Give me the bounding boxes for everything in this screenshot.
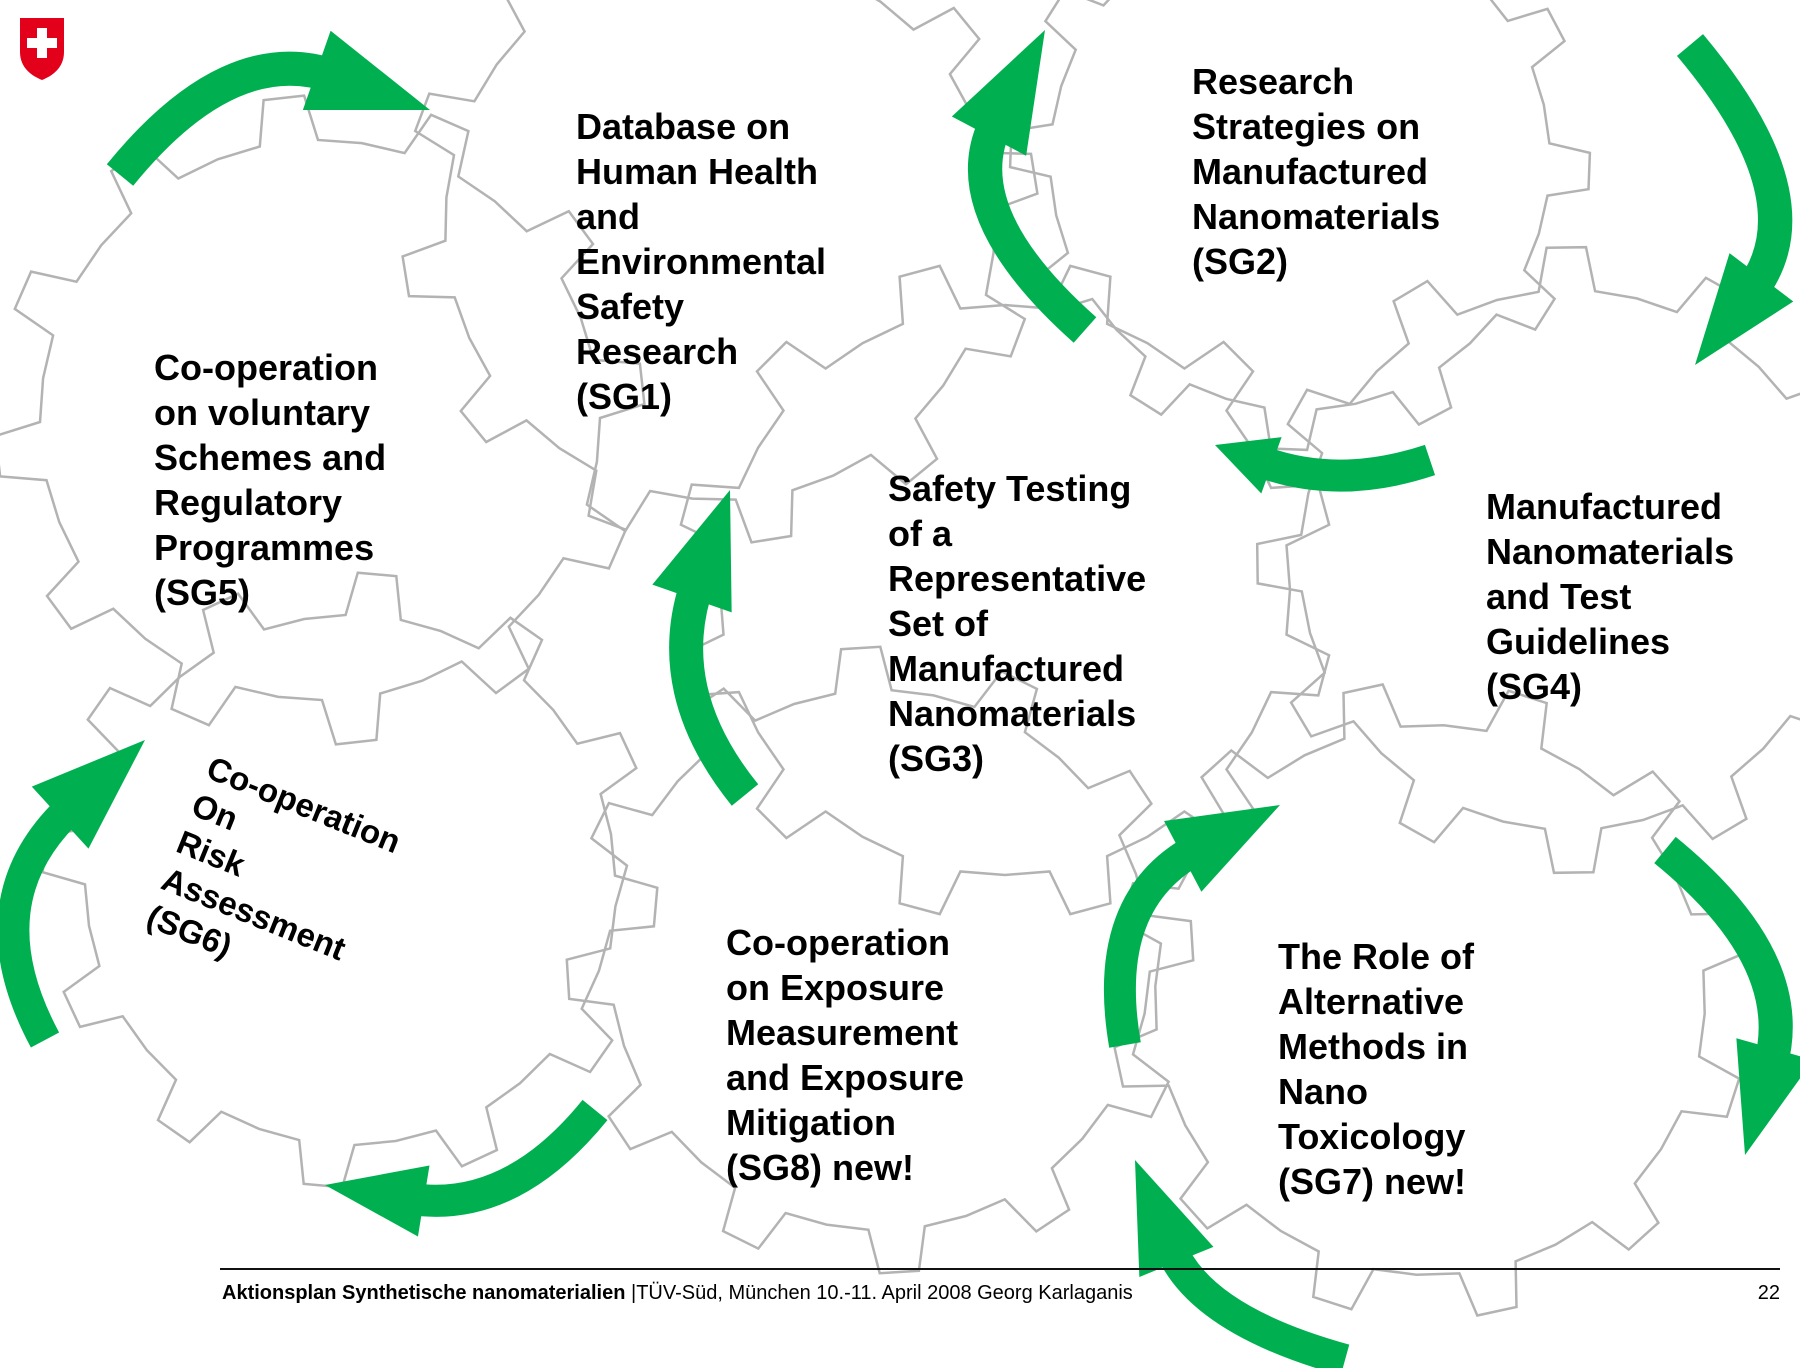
label-line: Measurement: [726, 1012, 959, 1053]
footer-rule: [220, 1268, 1780, 1270]
label-line: Research: [1192, 61, 1355, 102]
gear-sg2: [1008, 0, 1592, 452]
label-line: and: [576, 196, 641, 237]
label-line: Programmes: [154, 527, 375, 568]
label-line: Database on: [576, 106, 791, 147]
label-line: Safety: [576, 286, 685, 327]
label-line: (SG2): [1192, 241, 1289, 282]
arrow-right-bottom: [1654, 836, 1800, 1155]
arrow-bottom-left: [325, 1099, 608, 1237]
label-line: Strategies on: [1192, 106, 1421, 147]
arrow-bottom-right: [1135, 1160, 1350, 1368]
gear-sg5: [0, 94, 646, 746]
footer-event: |TÜV-Süd, München 10.-11. April 2008 Geo…: [625, 1282, 1133, 1304]
footer-title: Aktionsplan Synthetische nanomaterialien: [222, 1282, 626, 1304]
gear-sg1: [401, 0, 1039, 544]
gear-sg7: [1113, 683, 1747, 1317]
page-number: 22: [1757, 1282, 1780, 1304]
label-line: (SG3): [888, 738, 985, 779]
arrow-sg2-left: [951, 30, 1097, 343]
label-line: Guidelines: [1486, 621, 1671, 662]
arrow-sg4-to-sg3: [1215, 437, 1436, 494]
label-line: The Role of: [1278, 936, 1474, 977]
arrow-top-left: [106, 30, 430, 186]
label-line: Co-operation: [726, 922, 950, 963]
label-line: (SG5): [154, 572, 251, 613]
label-line: Representative: [888, 558, 1147, 599]
label-line: Human Health: [576, 151, 819, 192]
arrow-center-up: [652, 490, 759, 806]
label-line: Mitigation: [726, 1102, 896, 1143]
label-line: Manufactured: [1486, 486, 1723, 527]
label-line: Co-operation: [154, 347, 378, 388]
label-line: Environmental: [576, 241, 827, 282]
label-line: Manufactured: [888, 648, 1125, 689]
gear-sg4: [1255, 245, 1800, 875]
label-line: of a: [888, 513, 953, 554]
label-line: (SG1): [576, 376, 673, 417]
label-line: (SG8) new!: [726, 1147, 915, 1188]
footer-text: Aktionsplan Synthetische nanomaterialien…: [222, 1282, 1133, 1305]
label-line: Schemes and: [154, 437, 387, 478]
label-line: Nanomaterials: [888, 693, 1137, 734]
label-line: (SG4): [1486, 666, 1583, 707]
label-line: Nanomaterials: [1486, 531, 1735, 572]
gear-sg8: [565, 645, 1195, 1275]
label-line: on voluntary: [154, 392, 371, 433]
arrow-right-top: [1676, 34, 1794, 365]
label-line: Toxicology: [1278, 1116, 1466, 1157]
label-line: and Test: [1486, 576, 1632, 617]
label-line: Methods in: [1278, 1026, 1468, 1067]
arrow-sg7-up: [1103, 805, 1280, 1048]
label-line: Manufactured: [1192, 151, 1429, 192]
label-line: on Exposure: [726, 967, 945, 1008]
label-line: Set of: [888, 603, 989, 644]
label-line: (SG7) new!: [1278, 1161, 1467, 1202]
label-line: Research: [576, 331, 739, 372]
swiss-cross-shield-icon: [20, 18, 64, 80]
label-line: Regulatory: [154, 482, 343, 523]
label-line: Alternative: [1278, 981, 1465, 1022]
label-line: and Exposure: [726, 1057, 965, 1098]
arrow-left-up: [0, 740, 146, 1048]
label-line: Safety Testing: [888, 468, 1132, 509]
label-line: Nanomaterials: [1192, 196, 1441, 237]
label-line: Nano: [1278, 1071, 1368, 1112]
